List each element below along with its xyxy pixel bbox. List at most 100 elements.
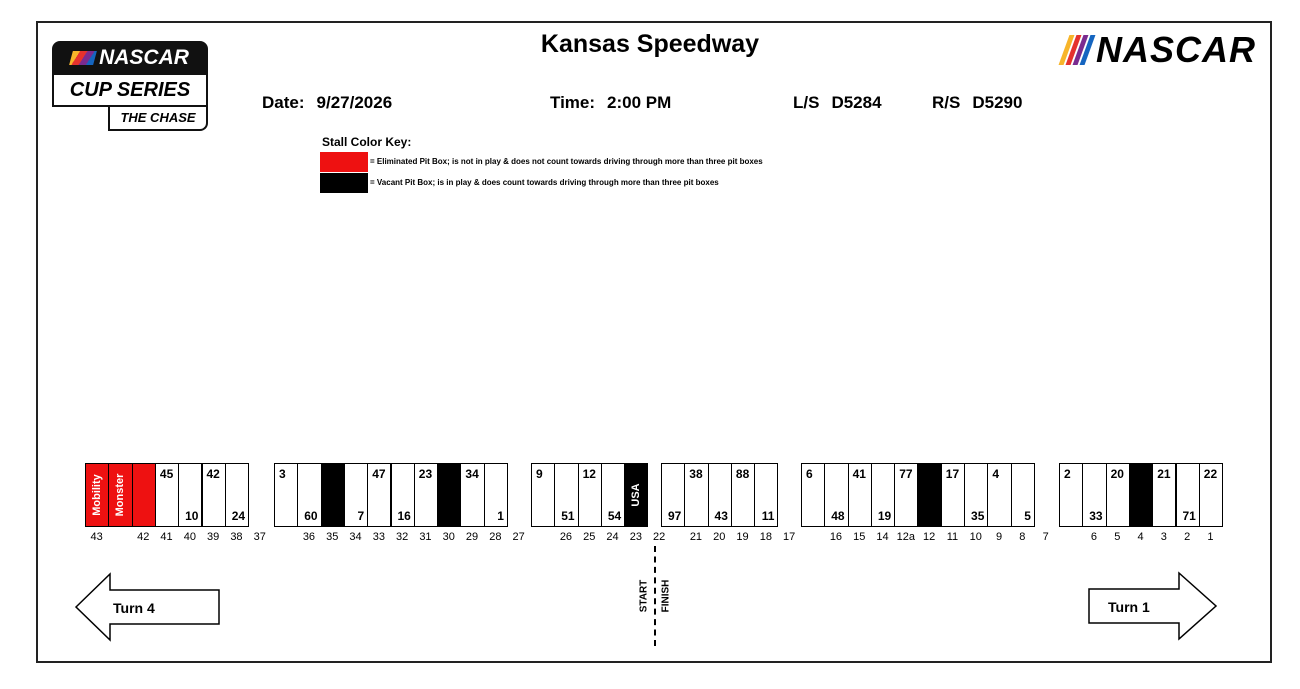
pit-stall-box: 6	[801, 463, 826, 527]
pit-stall-box: 9	[531, 463, 556, 527]
stall-number-label: 42	[137, 531, 150, 543]
pit-stall-box: 12	[577, 463, 602, 527]
stall-number-label: 5	[1114, 531, 1121, 543]
pit-stall-box: Mobility	[85, 463, 110, 527]
stall-number-label: 31	[419, 531, 432, 543]
stall-number-label: 41	[160, 531, 173, 543]
car-number-label: 10	[185, 509, 199, 523]
car-number-label: 5	[1024, 509, 1031, 523]
stall-number-label: 4	[1137, 531, 1144, 543]
key-vacant-swatch	[320, 173, 368, 193]
nascar-logo-text: NASCAR	[1096, 29, 1257, 70]
ls-label: L/S	[793, 93, 820, 112]
car-number-label: 71	[1182, 509, 1196, 523]
pit-stall-box	[131, 463, 156, 527]
pit-stall-box: 23	[413, 463, 439, 527]
stall-sponsor-label: Monster	[114, 473, 127, 517]
pit-stall-box: 11	[754, 463, 779, 527]
stall-number-label: 23	[629, 531, 642, 543]
car-number-label: 38	[689, 467, 703, 481]
ls-field: L/S D5284	[793, 93, 882, 113]
stall-number-label: 20	[713, 531, 726, 543]
stall-number-label: 19	[736, 531, 749, 543]
pit-stall-box: 34	[460, 463, 485, 527]
pit-stall-box: 35	[964, 463, 989, 527]
stall-number-label: 38	[230, 531, 243, 543]
turn-4-label: Turn 4	[113, 600, 155, 616]
pit-stall-box: 43	[707, 463, 732, 527]
cup-logo-top: NASCAR	[52, 41, 208, 75]
stall-number-label: 10	[969, 531, 982, 543]
stall-number-label: 25	[583, 531, 596, 543]
car-number-label: 12	[582, 467, 596, 481]
car-number-label: 20	[1110, 467, 1124, 481]
pit-stall-box: 77	[894, 463, 919, 527]
pit-stall-box: 5	[1010, 463, 1035, 527]
pit-stall-box: 48	[824, 463, 849, 527]
time-field: Time:2:00 PM	[550, 93, 671, 113]
ls-value: D5284	[831, 93, 882, 112]
turn-4-arrow	[74, 572, 220, 642]
pit-stall-box: 17	[940, 463, 966, 527]
pit-stall-box: 2	[1059, 463, 1084, 527]
stall-number-label: 33	[372, 531, 385, 543]
page-title: Kansas Speedway	[540, 30, 760, 58]
pit-stall-box: USA	[624, 463, 649, 527]
pit-stall-box: 7	[343, 463, 369, 527]
stall-number-label: 14	[876, 531, 889, 543]
stall-number-label: 40	[183, 531, 196, 543]
pit-stall-box: 10	[178, 463, 203, 527]
pit-stall-box: 33	[1082, 463, 1107, 527]
stall-number-label: 30	[442, 531, 455, 543]
pit-stall-box: 45	[154, 463, 180, 527]
pit-stall-box: 20	[1105, 463, 1130, 527]
car-number-label: 22	[1203, 467, 1218, 481]
nascar-logo: NASCAR	[1058, 29, 1257, 70]
pit-stall-box: 71	[1175, 463, 1200, 527]
stall-number-label: 8	[1019, 531, 1026, 543]
stall-number-label: 37	[253, 531, 266, 543]
stall-number-label: 9	[995, 531, 1003, 543]
stall-number-label: 12	[923, 531, 936, 543]
stall-number-label: 7	[1042, 531, 1049, 543]
pit-stall-box: 16	[390, 463, 415, 527]
pit-stall-box	[917, 463, 942, 527]
pit-stall-box: Monster	[108, 463, 133, 527]
date-label: Date:	[262, 93, 305, 112]
car-number-label: 3	[279, 467, 286, 481]
car-number-label: 1	[497, 509, 504, 523]
car-number-label: 45	[159, 467, 174, 481]
key-title: Stall Color Key:	[322, 135, 412, 149]
stall-number-label: 17	[783, 531, 796, 543]
car-number-label: 21	[1157, 467, 1171, 481]
car-number-label: 33	[1089, 509, 1103, 523]
start-finish-line	[654, 546, 656, 646]
pit-stall-box	[437, 463, 462, 527]
date-value: 9/27/2026	[316, 93, 393, 112]
finish-label: FINISH	[660, 579, 672, 613]
car-number-label: 48	[831, 509, 845, 523]
date-field: Date: 9/27/2026	[262, 93, 392, 113]
cup-series-logo: NASCAR CUP SERIES THE CHASE	[52, 41, 208, 131]
car-number-label: 19	[877, 509, 892, 523]
stall-number-label: 43	[90, 531, 103, 543]
car-number-label: 54	[607, 509, 622, 523]
pit-stall-box: 41	[847, 463, 872, 527]
car-number-label: 2	[1064, 467, 1071, 481]
turn-1-arrow	[1088, 571, 1218, 641]
car-number-label: 42	[206, 467, 220, 481]
stall-number-label: 26	[559, 531, 573, 543]
car-number-label: 23	[418, 467, 433, 481]
time-label: Time:	[550, 93, 596, 112]
stall-number-label: 39	[207, 531, 220, 543]
start-label: START	[638, 579, 650, 613]
stall-number-label: 3	[1160, 531, 1167, 543]
pit-stall-box: 88	[730, 463, 756, 527]
stall-number-label: 2	[1184, 531, 1191, 543]
diagram-frame	[36, 21, 1272, 663]
cup-logo-nascar-text: NASCAR	[99, 46, 189, 69]
stall-number-label: 16	[829, 531, 843, 543]
car-number-label: 4	[992, 467, 1000, 481]
rs-value: D5290	[972, 93, 1023, 112]
